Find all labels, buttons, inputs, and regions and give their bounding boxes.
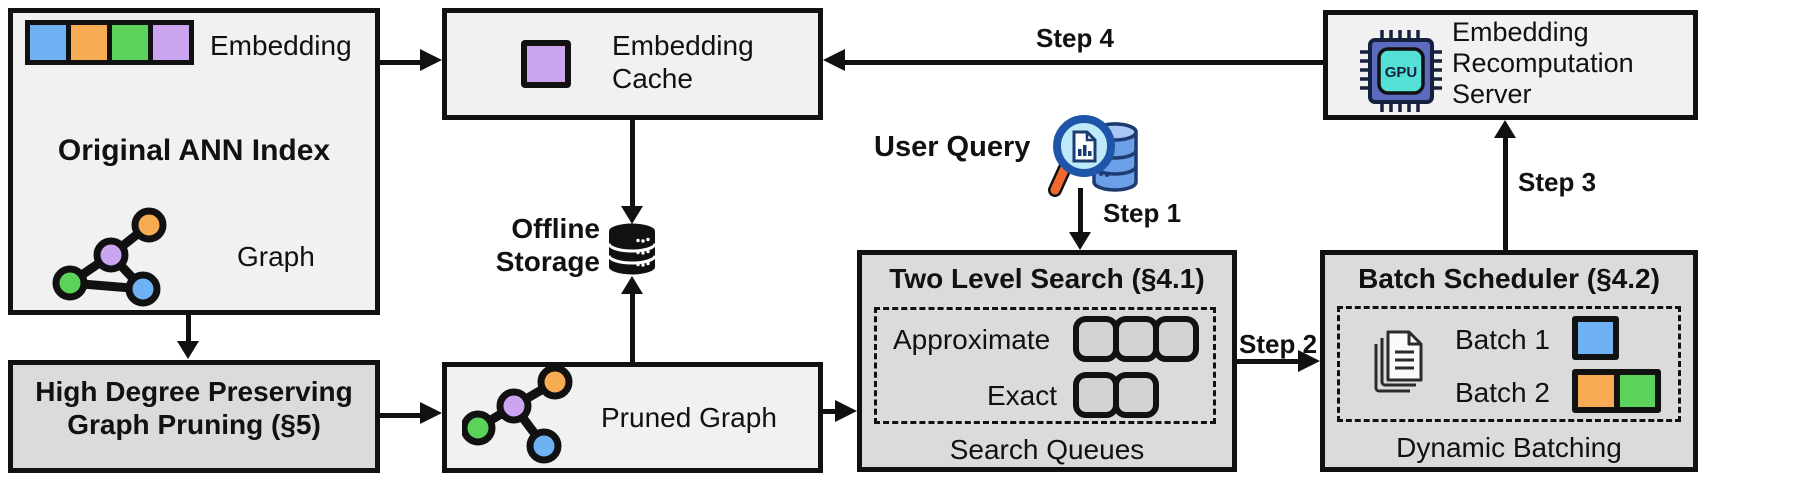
batch2-swatch-icon	[1572, 369, 1661, 413]
batch2-green-cell	[1619, 375, 1655, 407]
recomputation-server-label: Embedding Recomputation Server	[1452, 17, 1634, 109]
step4-label: Step 4	[1035, 23, 1115, 53]
queue-slot-icon	[1113, 316, 1159, 362]
pruned-graph-label: Pruned Graph	[601, 402, 777, 433]
graph-pruning-title: High Degree Preserving Graph Pruning (§5…	[35, 376, 353, 440]
search-queues-caption: Search Queues	[949, 434, 1145, 465]
magnifier-database-icon	[1048, 115, 1138, 197]
batch1-swatch-icon	[1572, 316, 1619, 360]
step1-label: Step 1	[1103, 198, 1182, 228]
queue-slot-icon	[1153, 316, 1199, 362]
batch2-orange-cell	[1578, 375, 1620, 407]
two-level-search-title: Two Level Search (§4.1)	[889, 263, 1205, 294]
embedding-cell-purple	[148, 25, 189, 60]
exact-label: Exact	[987, 380, 1058, 411]
batch-scheduler-title: Batch Scheduler (§4.2)	[1358, 263, 1660, 294]
database-icon	[607, 223, 657, 275]
user-query-label: User Query	[874, 131, 1031, 163]
embedding-label: Embedding	[210, 30, 352, 61]
gpu-chip-text: GPU	[1385, 64, 1418, 81]
documents-icon	[1374, 330, 1423, 393]
step3-label: Step 3	[1518, 167, 1597, 197]
batch2-label: Batch 2	[1455, 377, 1550, 408]
embedding-cell-green	[107, 25, 148, 60]
approximate-queue-slots-icon	[1073, 316, 1199, 362]
approximate-label: Approximate	[893, 324, 1051, 355]
embedding-cache-label: Embedding Cache	[612, 30, 754, 94]
embedding-strip-icon	[25, 20, 194, 65]
graph-label: Graph	[237, 241, 315, 272]
embedding-cache-box	[442, 8, 823, 120]
step2-label: Step 2	[1239, 329, 1318, 359]
gpu-chip-icon: GPU	[1360, 30, 1442, 112]
ann-index-title: Original ANN Index	[57, 134, 331, 167]
graph-pruning-box	[8, 360, 380, 473]
exact-queue-slots-icon	[1073, 372, 1159, 418]
queue-slot-icon	[1113, 372, 1159, 418]
dynamic-batching-caption: Dynamic Batching	[1396, 432, 1622, 463]
cached-embedding-icon	[521, 40, 571, 88]
graph-icon	[52, 207, 167, 307]
embedding-cell-orange	[66, 25, 107, 60]
search-queues-region	[874, 307, 1216, 424]
dynamic-batching-region	[1337, 306, 1681, 422]
embedding-cell-blue	[30, 25, 66, 60]
pruned-graph-icon	[462, 366, 573, 464]
offline-storage-label: Offline Storage	[495, 213, 600, 277]
batch1-label: Batch 1	[1455, 324, 1550, 355]
